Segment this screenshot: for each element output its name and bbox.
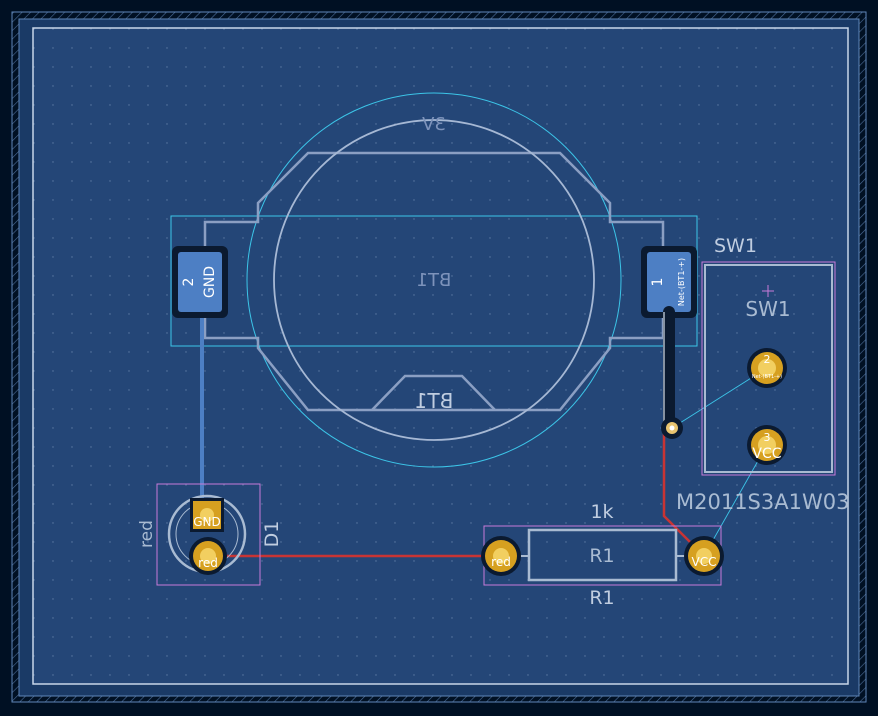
battery-notch — [371, 374, 496, 411]
battery-pad-1[interactable]: 1 Net-(BT1-+) — [641, 246, 697, 318]
battery-footprint[interactable]: 3V BT1 BT1 2 GND 1 Net-(BT1-+) — [170, 92, 698, 468]
resistor-pad-1[interactable]: red — [481, 536, 521, 576]
board-grid — [33, 28, 848, 684]
switch-pad3-net: VCC — [752, 446, 781, 462]
switch-footprint[interactable]: SW1 SW1 M2011S3A1W03 2 Net-(BT1-+) 3 VCC — [676, 235, 849, 514]
led-pad1-net: GND — [193, 515, 221, 529]
battery-pad1-net: Net-(BT1-+) — [677, 258, 686, 306]
led-pad-2[interactable]: red — [189, 537, 227, 575]
resistor-value: 1k — [590, 501, 613, 523]
battery-value-text: 3V — [421, 114, 445, 135]
battery-ref-fab-text: BT1 — [417, 270, 452, 291]
resistor-ref-fab: R1 — [589, 545, 614, 567]
resistor-pad-2[interactable]: VCC — [684, 536, 724, 576]
switch-pad3-number: 3 — [764, 431, 771, 444]
battery-ref-text: BT1 — [415, 389, 454, 413]
switch-outline — [704, 264, 833, 473]
led-courtyard — [156, 483, 261, 586]
resistor-pad1-net: red — [491, 555, 511, 569]
resistor-ref-bottom: R1 — [589, 587, 614, 609]
board-edge-cuts — [32, 27, 849, 685]
switch-courtyard — [701, 261, 836, 476]
battery-pad-2[interactable]: 2 GND — [172, 246, 228, 318]
led-pad2-net: red — [198, 556, 218, 570]
switch-pad-3[interactable]: 3 VCC — [747, 425, 787, 465]
led-value: red — [137, 520, 157, 548]
switch-pad2-number: 2 — [764, 353, 771, 366]
battery-pad1-number: 1 — [650, 278, 666, 287]
switch-value: M2011S3A1W03 — [676, 490, 849, 514]
resistor-pad2-net: VCC — [692, 555, 717, 569]
via-bt1[interactable] — [661, 417, 683, 439]
battery-courtyard — [246, 92, 622, 468]
led-footprint[interactable]: D1 red GND red — [137, 483, 283, 586]
ratsnest-line-2 — [703, 444, 768, 557]
resistor-footprint[interactable]: 1k R1 R1 red VCC — [481, 501, 724, 609]
battery-cell-circle — [273, 119, 595, 441]
switch-pad2-net: Net-(BT1-+) — [752, 374, 782, 380]
switch-ref-top: SW1 — [714, 235, 757, 257]
led-ref: D1 — [261, 521, 283, 548]
switch-ref-fab: SW1 — [745, 297, 790, 321]
switch-pad-2[interactable]: 2 Net-(BT1-+) — [747, 348, 787, 388]
led-pad-1[interactable]: GND — [190, 498, 224, 532]
battery-holder-outline — [203, 151, 665, 412]
battery-pad2-net: GND — [202, 266, 218, 298]
battery-pad2-number: 2 — [181, 278, 197, 287]
